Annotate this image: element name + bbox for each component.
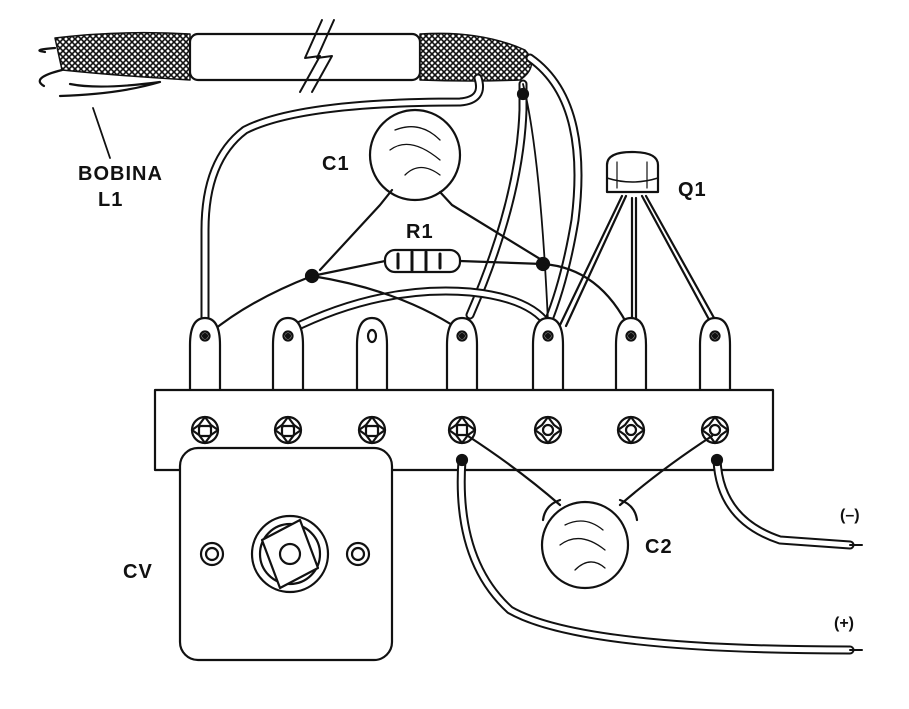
capacitor-c1: [318, 108, 547, 272]
label-l1: L1: [98, 189, 123, 211]
capacitor-c2: [466, 434, 714, 590]
shielded-cable: [38, 19, 533, 98]
label-cv: CV: [123, 561, 153, 583]
output-wire-negative: [712, 455, 863, 550]
terminal-lugs: [188, 316, 732, 397]
jumper-wire: [285, 286, 553, 335]
cable-wires: [200, 53, 583, 327]
label-r1: R1: [406, 221, 434, 243]
resistor-r1: [310, 248, 545, 278]
label-q1: Q1: [678, 179, 707, 201]
label-c2: C2: [645, 536, 673, 558]
transistor-q1: [558, 150, 720, 328]
terminal-screws: [190, 415, 730, 445]
variable-capacitor-cv: [178, 446, 394, 662]
label-c1: C1: [322, 153, 350, 175]
label-leader-line: [92, 107, 111, 159]
label-bobina: BOBINA: [78, 163, 163, 185]
output-wire-positive: [456, 455, 863, 655]
solder-dot: [516, 87, 530, 101]
label-positive: (+): [834, 615, 854, 632]
label-negative: (–): [840, 507, 860, 524]
